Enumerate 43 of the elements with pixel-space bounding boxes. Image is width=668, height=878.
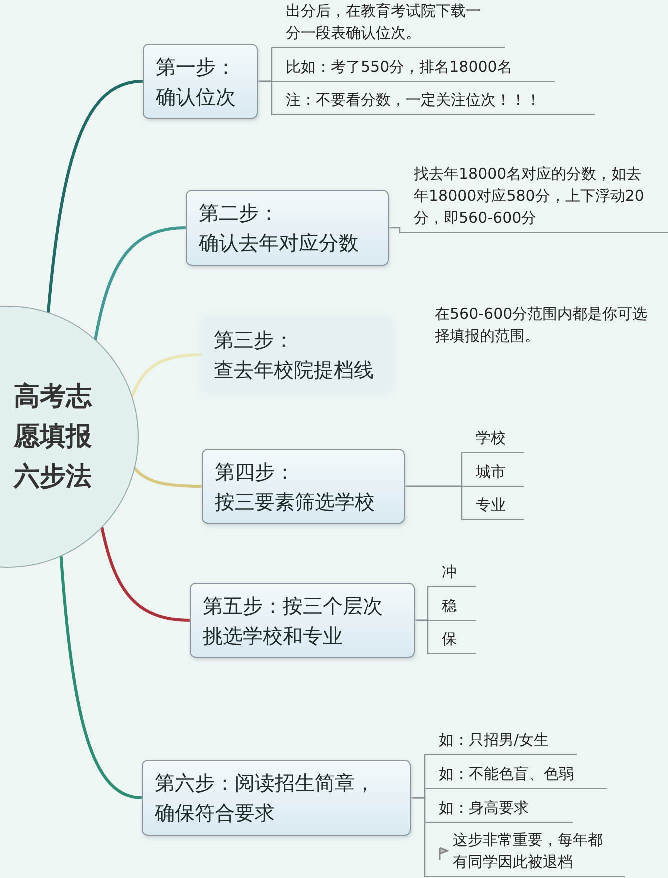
subtopic-text: 注：不要看分数，一定关注位次！！！	[286, 90, 541, 111]
subtopic-text: 这步非常重要，每年都有同学因此被退档	[453, 830, 603, 873]
step-box	[190, 583, 415, 658]
step-heading: 第二步：	[199, 200, 280, 227]
step-heading: 第三步：	[214, 327, 295, 354]
step-text: 确认位次	[156, 84, 237, 110]
step-heading: 第四步：	[215, 458, 296, 486]
subtopic-text: 找去年18000名对应的分数，如去年18000对应580分，上下浮动20分，即560-600分	[414, 164, 646, 229]
branch-line	[46, 80, 144, 314]
subtopic-text: 如：只招男/女生	[439, 730, 550, 751]
branch-line	[100, 526, 192, 622]
subtopic-text: 保	[442, 629, 457, 650]
subtopic-text: 冲	[442, 562, 457, 583]
subtopic-text: 城市	[476, 462, 506, 483]
subtopic-text: 学校	[476, 428, 506, 449]
step-text: 第六步：阅读招生简章，确保符合要求	[155, 770, 376, 827]
branch-line	[134, 467, 204, 488]
connector-line	[388, 227, 401, 234]
subtopic-text: 出分后，在教育考试院下载一分一段表确认位次。	[286, 1, 482, 44]
branch-line	[60, 555, 144, 800]
subtopic-text: 如：身高要求	[439, 798, 529, 819]
note-text: 在560-600分范围内都是你可选择填报的范围。	[435, 304, 649, 347]
connector-line	[414, 620, 429, 655]
step-text: 查去年校院提档线	[214, 357, 375, 384]
central-topic-text: 高考志愿填报六步法	[12, 381, 94, 494]
step-heading: 第一步：	[156, 54, 237, 80]
subtopic-text: 比如：考了550分，排名18000名	[286, 57, 512, 78]
subtopic-text: 稳	[442, 596, 457, 617]
subtopic-text: 专业	[476, 495, 506, 516]
branch-line	[94, 226, 188, 342]
step-text: 确认去年对应分数	[199, 230, 360, 257]
subtopic-text: 如：不能色盲、色弱	[439, 764, 574, 785]
step-box	[202, 449, 405, 524]
step-text: 第五步：按三个层次挑选学校和专业	[203, 592, 384, 650]
connector-line	[410, 797, 426, 878]
step-text: 按三要素筛选学校	[215, 488, 376, 516]
connector-line	[404, 486, 463, 521]
step-box	[143, 44, 258, 119]
step-box	[142, 760, 411, 836]
subtopic	[272, 0, 505, 48]
connector-line	[257, 80, 273, 116]
step-box	[186, 190, 389, 266]
branch-line	[131, 354, 204, 398]
